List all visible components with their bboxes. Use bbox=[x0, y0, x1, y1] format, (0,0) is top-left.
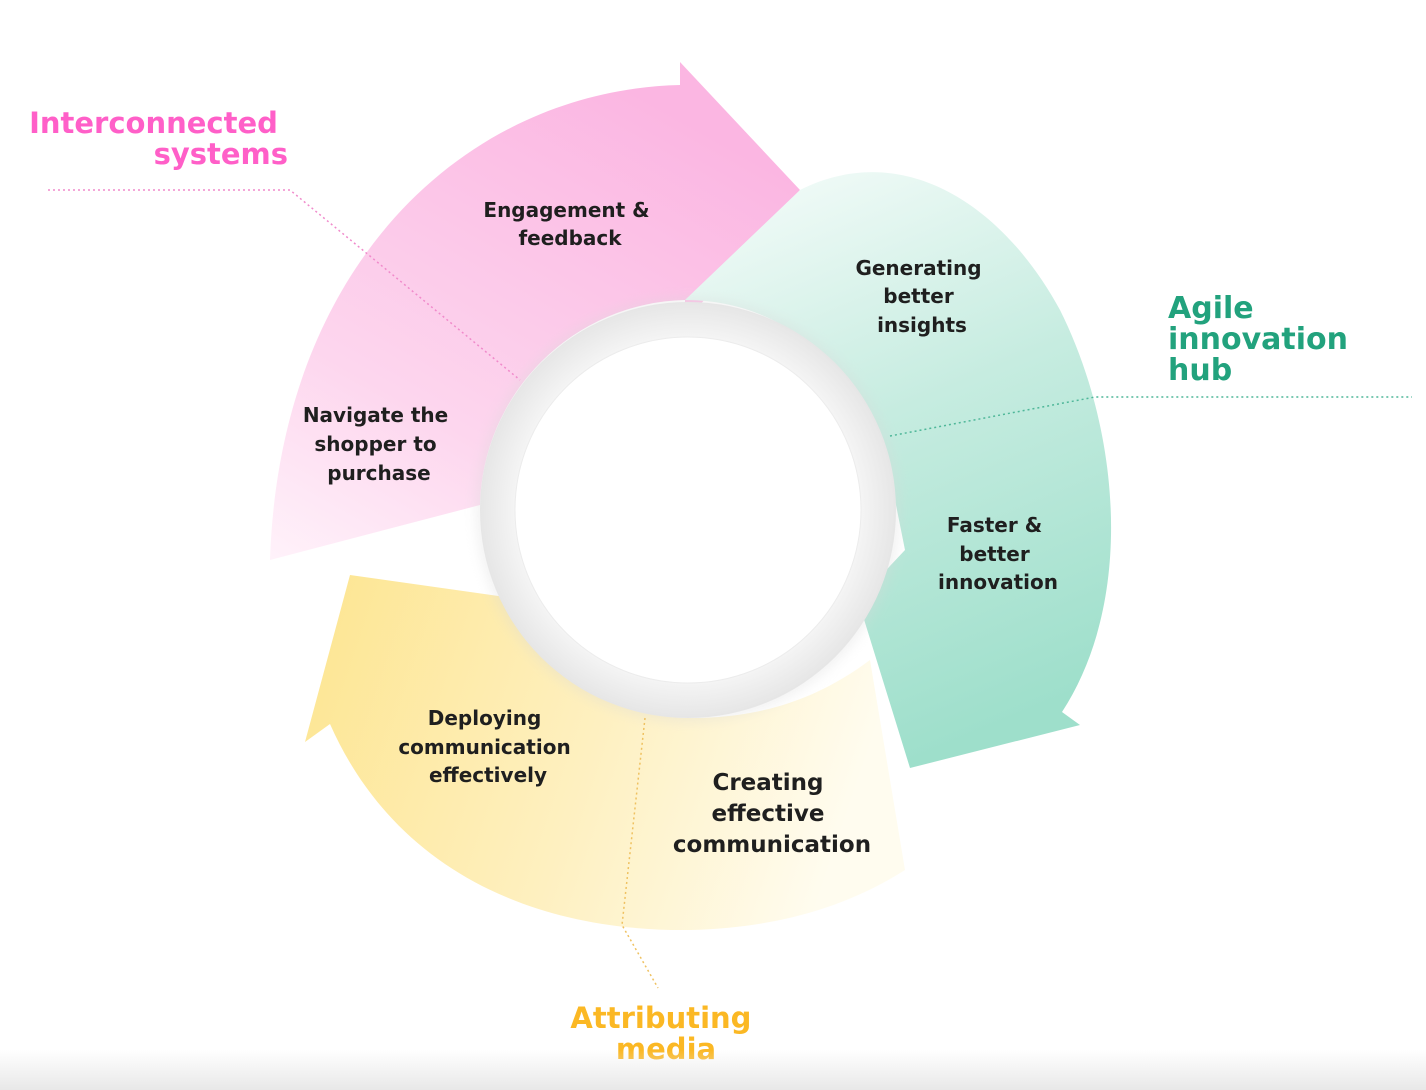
navigate-shopper-label: Navigate the shopper to purchase bbox=[303, 403, 455, 485]
creating-communication-label: Creating effective communication bbox=[673, 770, 871, 858]
center-circle bbox=[514, 336, 862, 684]
bottom-fade bbox=[0, 1050, 1426, 1090]
interconnected-connector-line bbox=[48, 189, 521, 381]
engagement-feedback-label: Engagement & feedback bbox=[483, 198, 656, 250]
agile-connector-line bbox=[889, 396, 1412, 437]
attributing-connector-line bbox=[621, 717, 659, 989]
agile-innovation-hub-label: Agile innovation hub bbox=[1168, 291, 1358, 388]
interconnected-systems-label: Interconnected systems bbox=[29, 106, 288, 171]
interconnected-systems-arrow bbox=[270, 62, 800, 560]
attributing-media-arrow bbox=[305, 575, 905, 931]
agile-innovation-hub-arrow bbox=[685, 172, 1112, 769]
generating-insights-label: Generating better insights bbox=[855, 256, 988, 337]
faster-innovation-label: Faster & better innovation bbox=[938, 513, 1058, 594]
deploying-communication-label: Deploying communication effectively bbox=[398, 706, 577, 787]
